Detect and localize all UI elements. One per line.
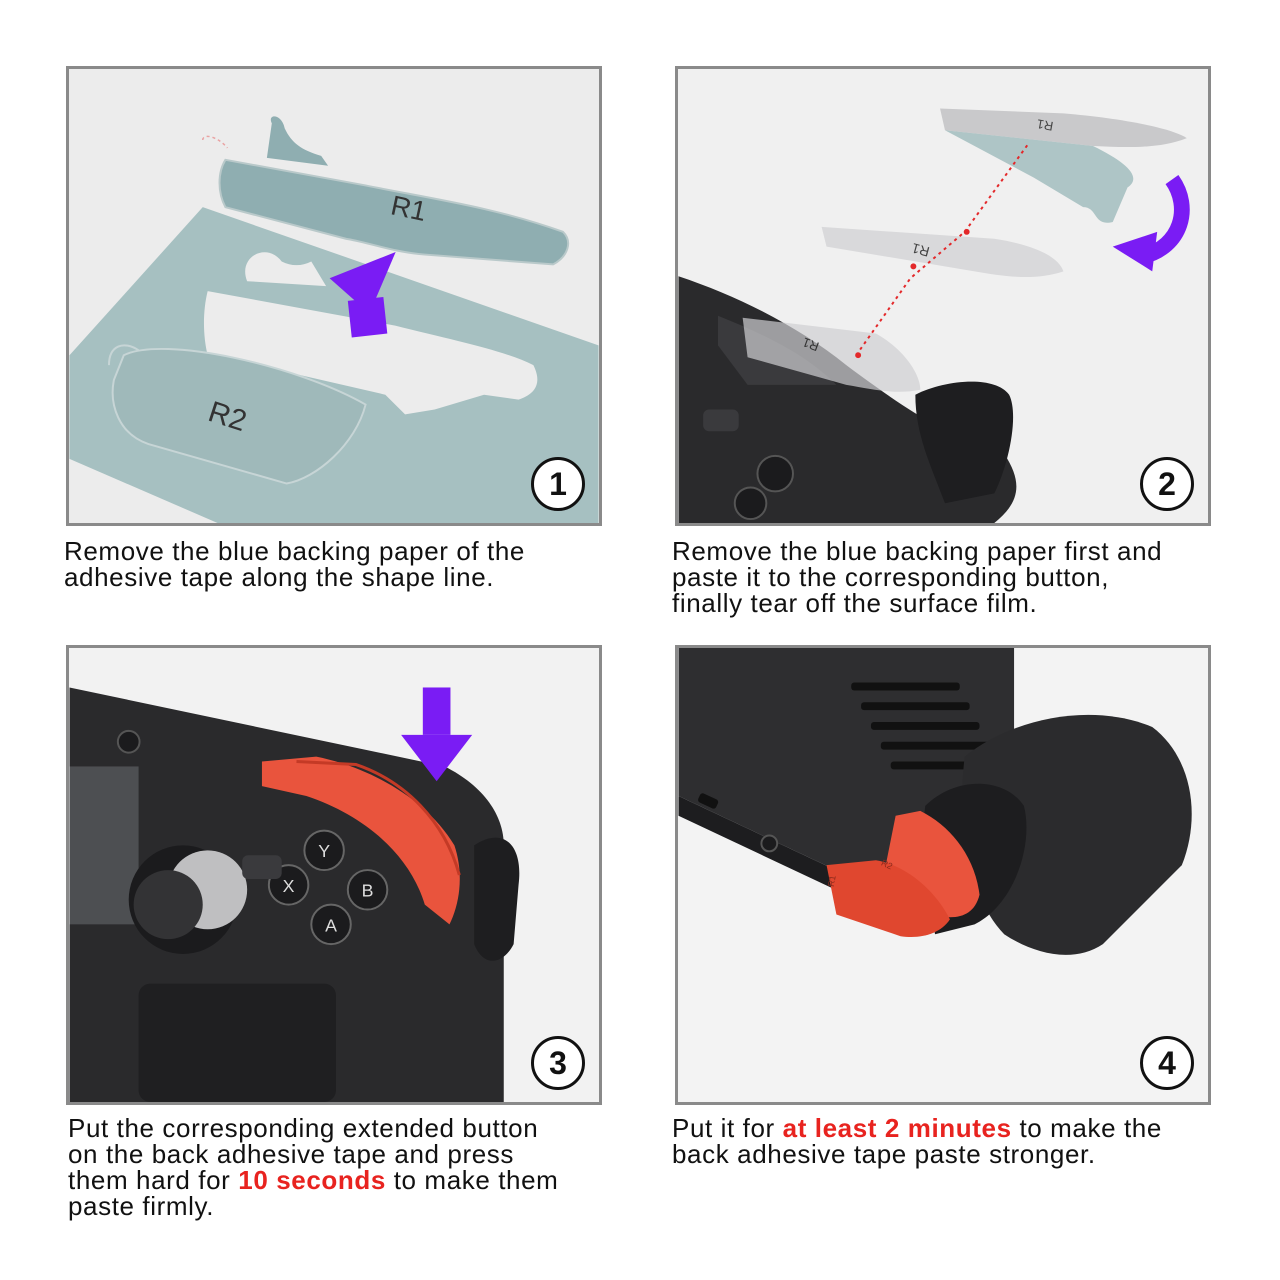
caption-text: them hard for: [68, 1165, 239, 1195]
caption-text: to make the: [1011, 1113, 1162, 1143]
r1-tape: [218, 158, 570, 266]
label-r1: R1: [826, 875, 838, 888]
r2-shape: [111, 347, 367, 485]
caption-line: finally tear off the surface film.: [672, 588, 1038, 618]
face-button-b-letter: B: [362, 881, 374, 901]
step-4-illustration: R2 R1: [678, 648, 1192, 955]
step-4-caption: Put it for at least 2 minutes to make th…: [672, 1115, 1162, 1167]
label-r2: R2: [880, 858, 895, 872]
caption-text: to make them: [385, 1165, 559, 1195]
step-3-panel: Y X B A 3: [66, 645, 602, 1105]
caption-line: back adhesive tape paste stronger.: [672, 1139, 1096, 1169]
caption-highlight: at least 2 minutes: [782, 1113, 1012, 1143]
screen: [69, 766, 139, 925]
caption-line: Remove the blue backing paper first and: [672, 536, 1163, 566]
face-button-a: [310, 903, 352, 946]
extended-button-red: [261, 756, 460, 925]
caption-highlight: 10 seconds: [238, 1165, 386, 1195]
label-r1-bottom: R1: [800, 335, 821, 355]
extended-button-r1: [826, 860, 950, 938]
film-layer-middle: [821, 226, 1064, 278]
label-r1: R1: [388, 189, 429, 227]
face-button-y-letter: Y: [318, 841, 330, 861]
step-1-illustration: R2 R1: [69, 116, 599, 523]
step-2-badge: 2: [1140, 457, 1194, 511]
extended-button-r2: [885, 810, 980, 918]
r1-cutout: [203, 291, 538, 415]
step-1-caption: Remove the blue backing paper of the adh…: [64, 538, 525, 590]
label-r1-top: R1: [1036, 116, 1055, 134]
caption-line: Put the corresponding extended button: [68, 1113, 539, 1143]
grip: [962, 714, 1192, 955]
caption-line: them hard for 10 seconds to make them: [68, 1167, 558, 1193]
step-2-caption: Remove the blue backing paper first and …: [672, 538, 1162, 616]
film-layer-bottom: [742, 317, 921, 392]
caption-line: Put it for at least 2 minutes to make th…: [672, 1115, 1162, 1141]
caption-line: adhesive tape along the shape line.: [64, 562, 495, 592]
step-4-panel: R2 R1 4: [675, 645, 1211, 1105]
rotate-arrow-icon: [1112, 174, 1190, 272]
caption-text: Put it for: [672, 1113, 783, 1143]
step-1-badge: 1: [531, 457, 585, 511]
film-layer-top: [940, 108, 1187, 148]
caption-line: paste it to the corresponding button,: [672, 562, 1110, 592]
step-4-badge: 4: [1140, 1036, 1194, 1090]
caption-line: on the back adhesive tape and press: [68, 1139, 514, 1169]
vent-slots: [851, 682, 1000, 770]
step-2-illustration: R1 R1 R1: [678, 108, 1190, 523]
face-button-b: [346, 869, 389, 911]
step-3-caption: Put the corresponding extended button on…: [68, 1115, 558, 1219]
step-3-badge: 3: [531, 1036, 585, 1090]
caption-line: Remove the blue backing paper of the: [64, 536, 525, 566]
step-3-illustration: Y X B A: [69, 687, 520, 1102]
step-2-panel: R1 R1 R1 2: [675, 66, 1211, 526]
label-r1-middle: R1: [910, 240, 931, 260]
arrow-up-icon: [329, 252, 396, 338]
face-button-a-letter: A: [325, 915, 337, 935]
face-button-x-letter: X: [283, 876, 295, 896]
step-1-panel: R2 R1 1: [66, 66, 602, 526]
caption-line: paste firmly.: [68, 1191, 215, 1221]
arrow-down-icon: [401, 687, 473, 782]
face-button-y: [303, 829, 345, 872]
